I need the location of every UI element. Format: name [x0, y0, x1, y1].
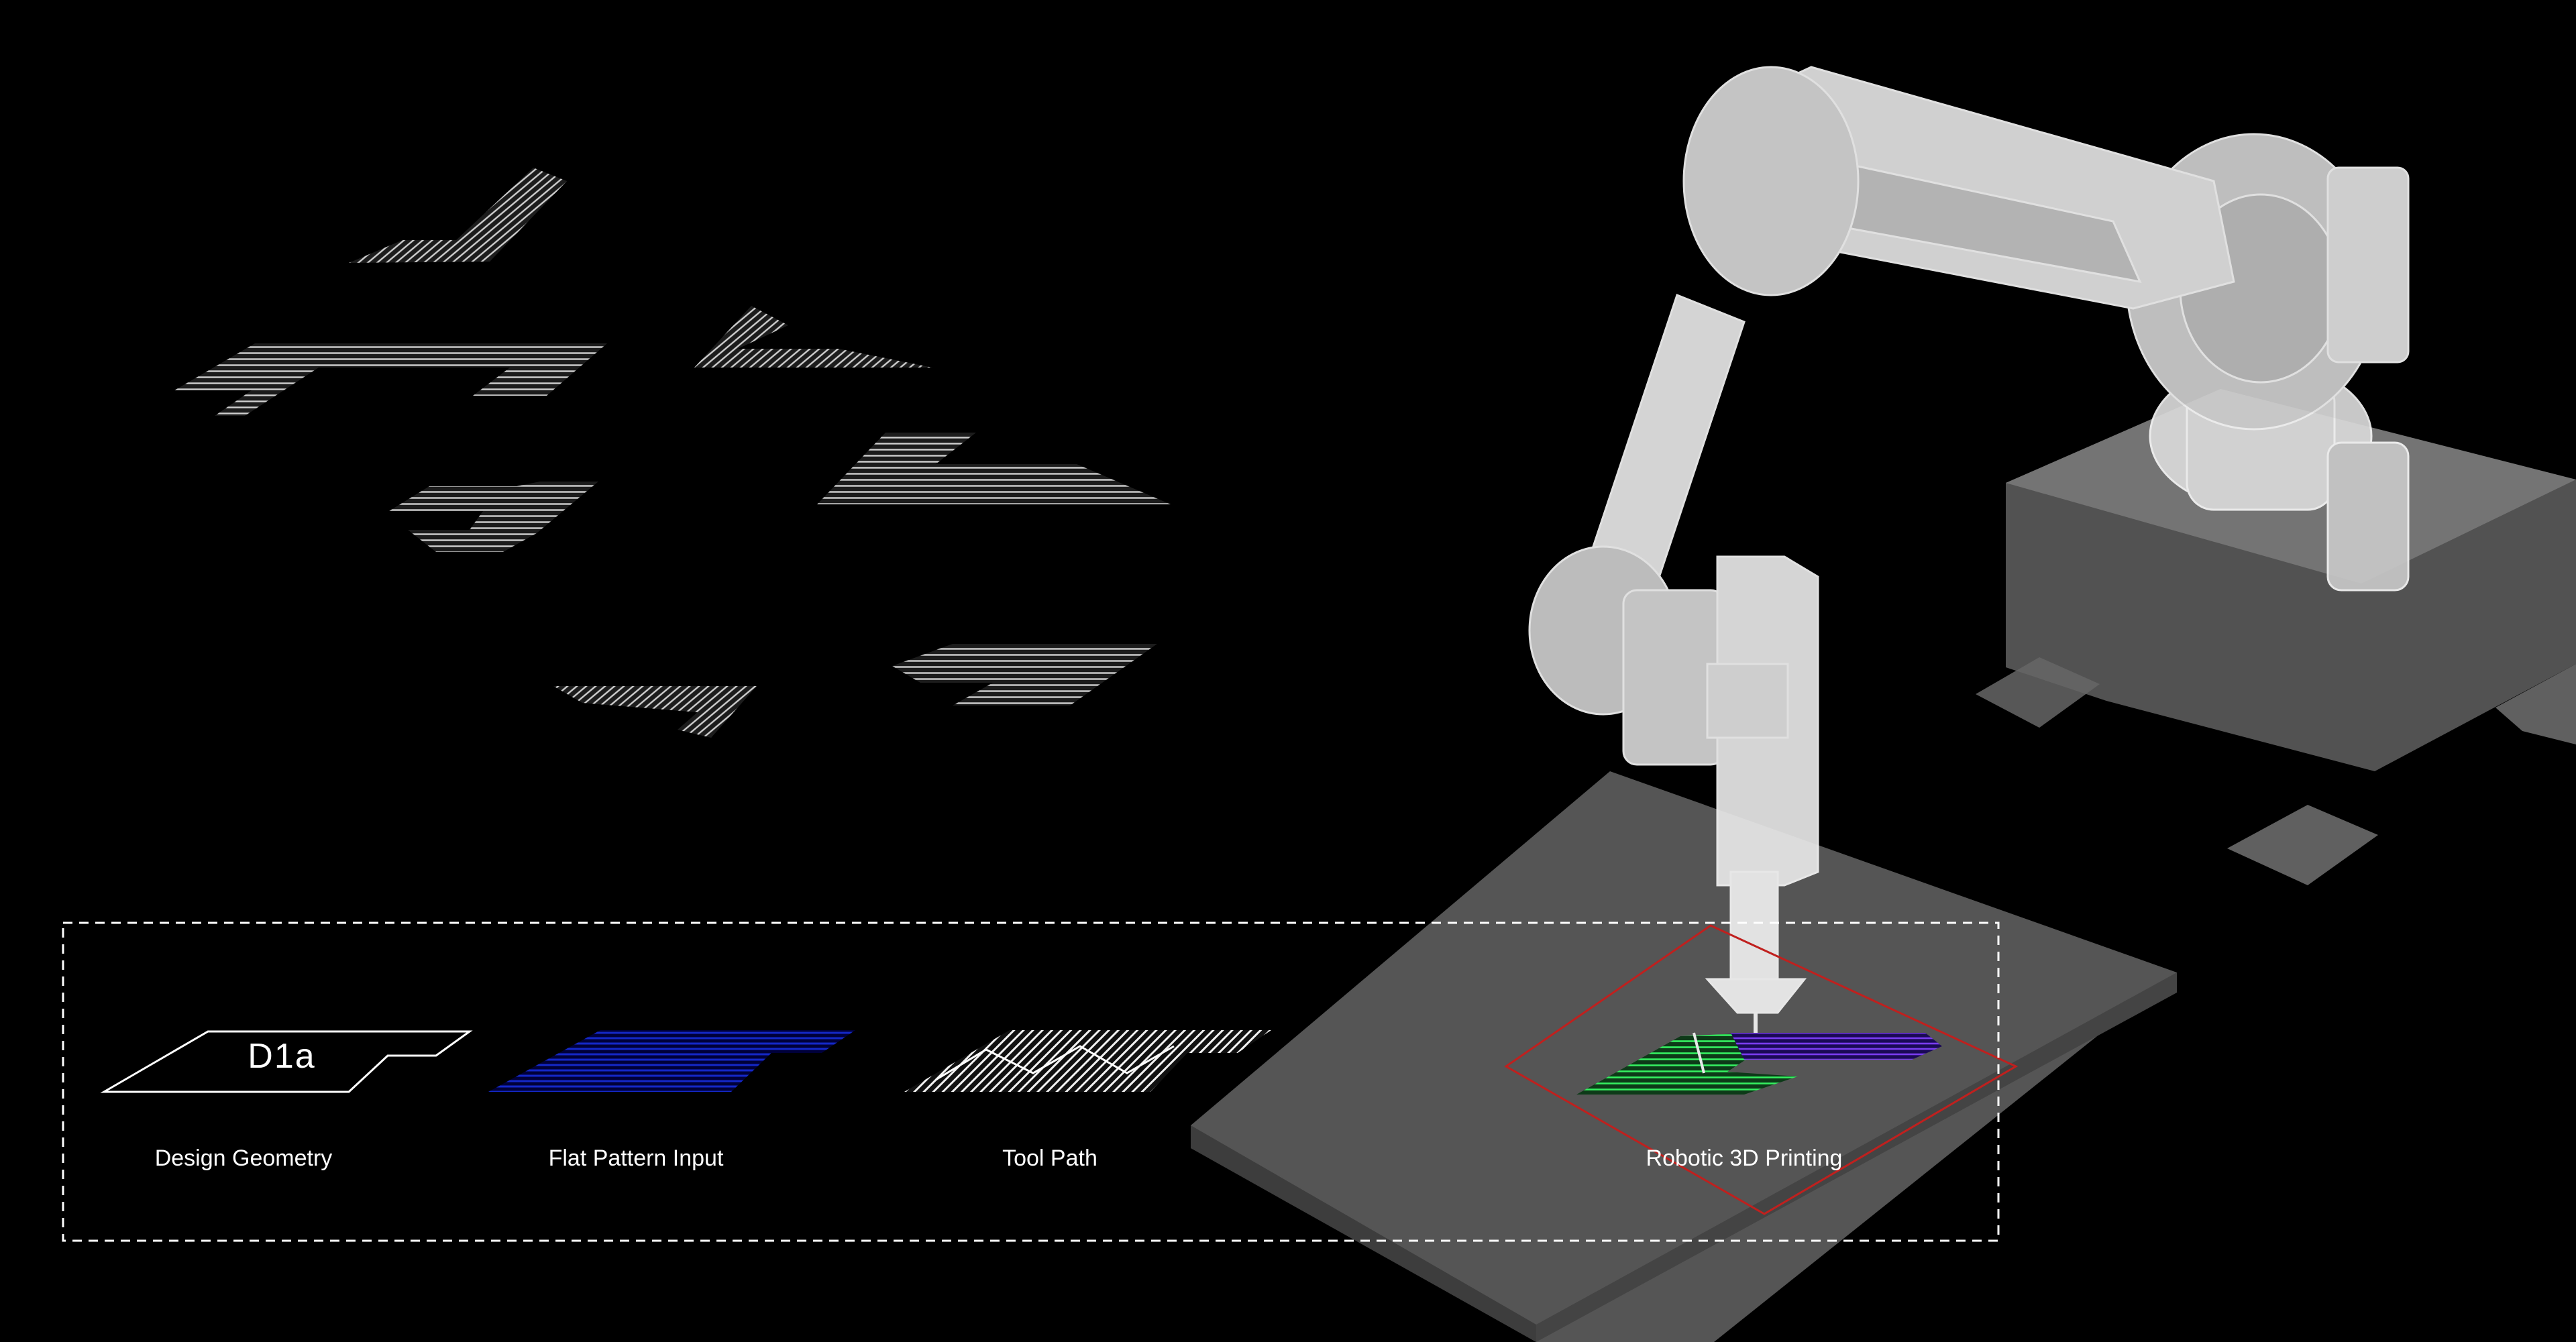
tool-path-figure [904, 1030, 1271, 1092]
flat-pattern-input-label: Flat Pattern Input [549, 1145, 724, 1171]
robotic-3d-printing-label: Robotic 3D Printing [1646, 1145, 1843, 1171]
exploded-pieces [174, 168, 1171, 738]
exploded-piece-6 [892, 644, 1157, 706]
flat-pattern-figure [488, 1030, 855, 1092]
tool-path-label: Tool Path [1002, 1145, 1097, 1171]
exploded-piece-3 [694, 306, 932, 368]
design-geometry-figure: D1a [100, 1030, 473, 1093]
piece-id-label: D1a [248, 1037, 315, 1076]
printed-part [1576, 1032, 1942, 1095]
exploded-piece-5 [389, 482, 598, 552]
robot-arm [1528, 66, 2410, 1036]
design-geometry-label: Design Geometry [155, 1145, 333, 1171]
exploded-piece-7 [553, 686, 757, 738]
process-strip-frame [62, 921, 2000, 1242]
printed-part-purple [1731, 1033, 1942, 1060]
exploded-piece-4 [817, 433, 1171, 504]
exploded-piece-1 [349, 168, 567, 263]
exploded-piece-2 [174, 343, 607, 416]
